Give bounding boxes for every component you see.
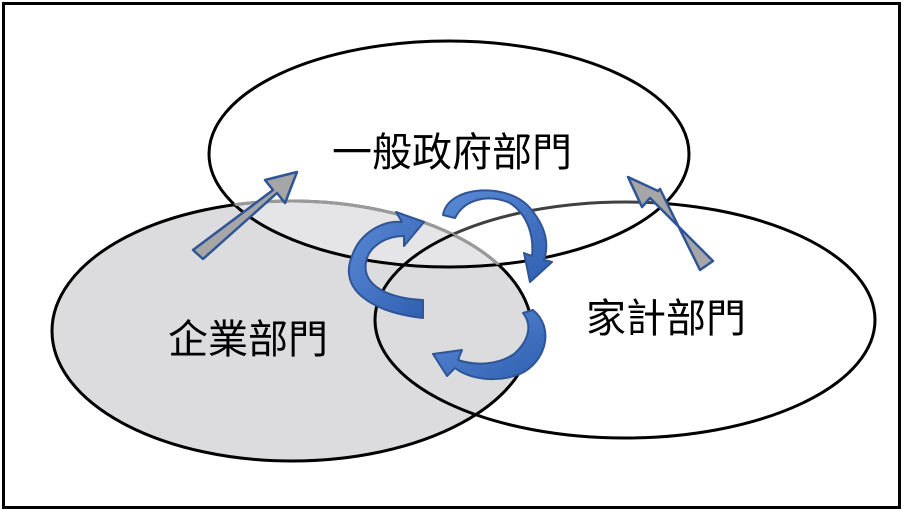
household-sector-label: 家計部門 — [586, 296, 746, 342]
curved-arrow-household-to-corporate — [432, 309, 547, 381]
government-sector-label: 一般政府部門 — [332, 130, 572, 176]
household-ellipse-inner-outline — [373, 201, 532, 440]
corporate-ellipse-faint-outline — [209, 199, 534, 267]
government-ellipse — [207, 39, 691, 269]
corporate-sector-label: 企業部門 — [168, 317, 328, 363]
household-to-government-arrow — [626, 175, 715, 272]
curved-arrow-corporate-to-government — [347, 211, 425, 319]
curved-arrow-government-to-household — [442, 189, 553, 283]
corporate-to-government-arrow — [191, 170, 299, 261]
